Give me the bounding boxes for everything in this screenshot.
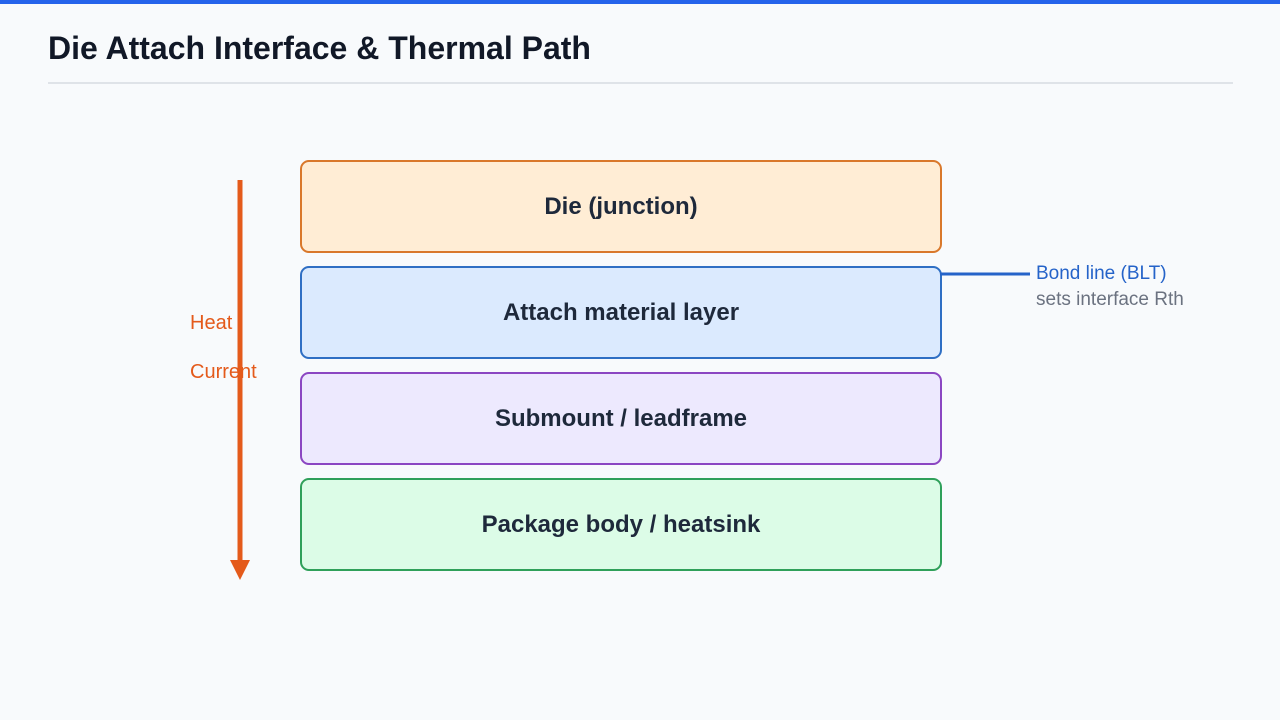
bond-line-callout-subtitle: sets interface Rth: [1036, 289, 1184, 310]
layer-attach-material-label: Attach material layer: [502, 298, 740, 326]
layer-attach-material: Attach material layer: [300, 266, 942, 359]
layer-package: Package body / heatsink: [300, 478, 942, 571]
heat-flow-label: Heat: [190, 312, 233, 334]
title-divider: [48, 82, 1233, 84]
layer-die-label: Die (junction): [544, 192, 698, 220]
top-accent-bar: [0, 0, 1280, 4]
layer-die: Die (junction): [300, 160, 942, 253]
heat-flow-label-current: Current: [190, 361, 257, 383]
bond-line-callout-title: Bond line (BLT): [1036, 263, 1167, 284]
heat-flow-arrow: [230, 180, 250, 580]
heat-flow-arrow-head: [230, 560, 250, 580]
layer-package-label: Package body / heatsink: [481, 510, 761, 538]
page-title: Die Attach Interface & Thermal Path: [48, 30, 591, 66]
layer-submount: Submount / leadframe: [300, 372, 942, 465]
bond-line-callout-leader: [940, 272, 1030, 276]
layer-submount-label: Submount / leadframe: [494, 404, 748, 432]
